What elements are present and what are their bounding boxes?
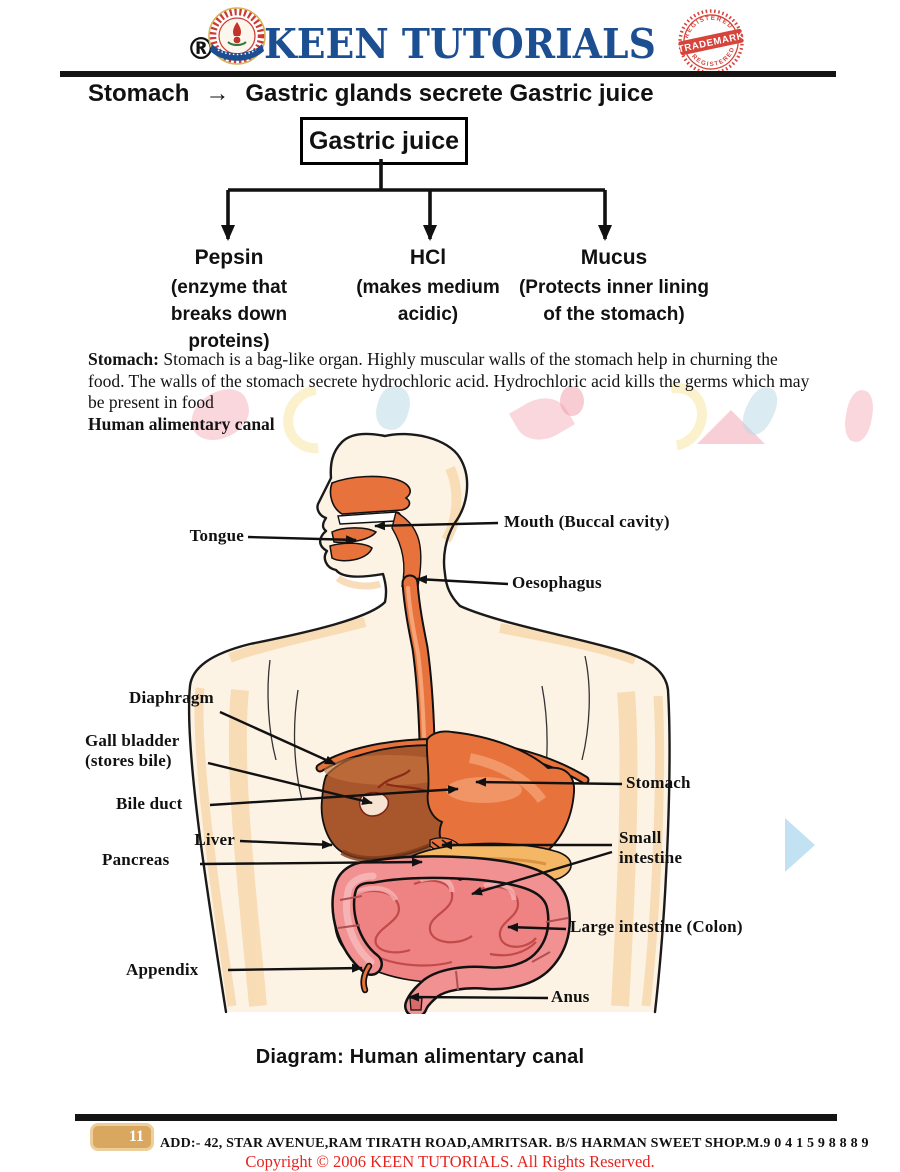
footer-copyright: Copyright © 2006 KEEN TUTORIALS. All Rig…	[245, 1152, 655, 1171]
large-intestine-shape	[331, 855, 571, 1014]
branch-hcl: HCl (makes medium acidic)	[348, 246, 508, 328]
emblem-ribbon	[210, 44, 264, 61]
label-large-intestine-colon: Large intestine (Colon)	[570, 917, 743, 936]
label-leader-lines	[199, 521, 623, 1002]
brand-title: KEEN TUTORIALS	[264, 20, 656, 68]
branch-name: Pepsin	[194, 246, 264, 269]
school-emblem-logo	[208, 7, 266, 65]
diagram-caption: Diagram: Human alimentary canal	[255, 1046, 585, 1068]
paragraph-lead-label: Stomach:	[88, 349, 159, 369]
branch-description: (enzyme that breaks down proteins)	[170, 277, 288, 352]
branch-pepsin: Pepsin (enzyme that breaks down proteins…	[149, 246, 309, 355]
branch-name: HCl	[409, 246, 447, 269]
arrow-right-icon: →	[205, 80, 230, 107]
rectum-shape	[409, 997, 423, 1011]
branch-mucus: Mucus (Protects inner lining of the stom…	[508, 246, 720, 328]
label-appendix: Appendix	[126, 960, 199, 979]
footer-address: ADD:- 42, STAR AVENUE,RAM TIRATH ROAD,AM…	[160, 1136, 869, 1151]
stomach-paragraph: Stomach: Stomach is a bag-like organ. Hi…	[88, 349, 816, 435]
label-pancreas: Pancreas	[102, 850, 170, 869]
paragraph-text: Stomach is a bag-like organ. Highly musc…	[88, 349, 810, 412]
trademark-stamp: REGISTERED REGISTERED TRADEMARK	[677, 9, 745, 75]
label-stomach: Stomach	[626, 773, 691, 792]
label-tongue: Tongue	[189, 526, 244, 545]
label-liver: Liver	[194, 830, 235, 849]
skin-shading	[194, 465, 664, 1007]
label-anus: Anus	[551, 987, 590, 1006]
flowchart-heading-result: Gastric glands secrete Gastric juice	[245, 80, 654, 107]
flowchart-root-box: Gastric juice	[300, 117, 468, 165]
label-bile-duct: Bile duct	[116, 794, 183, 813]
human-alimentary-canal-diagram	[187, 432, 671, 1014]
watermark-shape	[560, 386, 584, 416]
footer-divider-line	[75, 1114, 837, 1121]
subheading-human-alimentary-canal: Human alimentary canal	[88, 413, 275, 434]
label-diaphragm: Diaphragm	[129, 688, 214, 707]
label-oesophagus: Oesophagus	[512, 573, 602, 592]
label-gall-bladder: Gall bladder (stores bile)	[85, 731, 180, 770]
page-number-badge: 11	[90, 1123, 154, 1151]
flowchart-heading: Stomach → Gastric glands secrete Gastric…	[88, 80, 654, 108]
branch-name: Mucus	[580, 246, 648, 269]
body-outline	[187, 432, 671, 1014]
branch-description: (Protects inner lining of the stomach)	[518, 277, 710, 325]
emblem-flame-figure	[233, 22, 241, 36]
branch-description: (makes medium acidic)	[356, 277, 500, 325]
watermark-shape	[841, 388, 877, 444]
flowchart-connectors	[221, 159, 612, 241]
next-page-arrow-icon[interactable]	[785, 818, 815, 872]
label-small-intestine: Small intestine	[619, 828, 683, 867]
mouth-and-nasal-cavity	[329, 475, 422, 587]
oesophagus-tube	[401, 574, 436, 749]
label-mouth-buccal-cavity: Mouth (Buccal cavity)	[504, 512, 670, 531]
flowchart-heading-subject: Stomach	[88, 80, 190, 107]
header-divider-line	[60, 71, 836, 77]
